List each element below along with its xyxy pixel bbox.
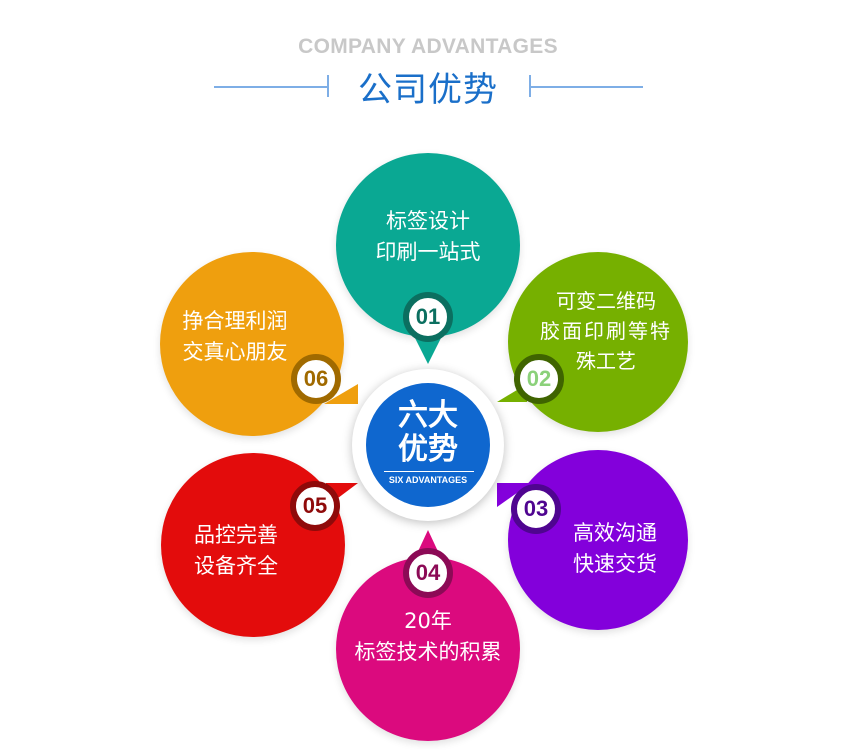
- advantage-04-number-badge: 04: [403, 548, 453, 598]
- section-title-cn: 公司优势: [358, 70, 498, 110]
- advantage-04-text: 20年 标签技术的积累: [354, 609, 502, 664]
- advantage-06-number-badge: 06: [291, 354, 341, 404]
- advantage-06-bubble: [160, 252, 344, 436]
- center-hub-subtitle: SIX ADVANTAGES: [388, 475, 468, 485]
- advantage-03-text: 高效沟通 快速交货: [573, 521, 657, 576]
- advantage-01-number-badge: 01: [403, 292, 453, 342]
- center-hub-title-line2: 优势: [398, 432, 458, 467]
- center-hub-divider: [384, 471, 474, 472]
- center-hub-title-line1: 六大: [398, 398, 458, 433]
- section-title-en: COMPANY ADVANTAGES: [298, 35, 558, 58]
- advantage-03-number-badge: 03: [511, 484, 561, 534]
- title-divider-left: [214, 86, 328, 88]
- advantage-05-text: 品控完善 设备齐全: [194, 523, 278, 578]
- center-hub-core: [366, 383, 490, 507]
- title-divider-left-tick: [327, 75, 329, 97]
- advantage-06-text: 挣合理利润 交真心朋友: [182, 309, 288, 364]
- advantage-02-text: 可变二维码 胶面印刷等特 殊工艺: [540, 289, 672, 373]
- advantage-03-bubble: [508, 450, 688, 630]
- title-divider-right-tick: [529, 75, 531, 97]
- title-divider-right: [530, 86, 643, 88]
- advantage-02-number-badge: 02: [514, 354, 564, 404]
- advantage-05-number-badge: 05: [290, 481, 340, 531]
- advantage-01-text: 标签设计 印刷一站式: [375, 209, 481, 264]
